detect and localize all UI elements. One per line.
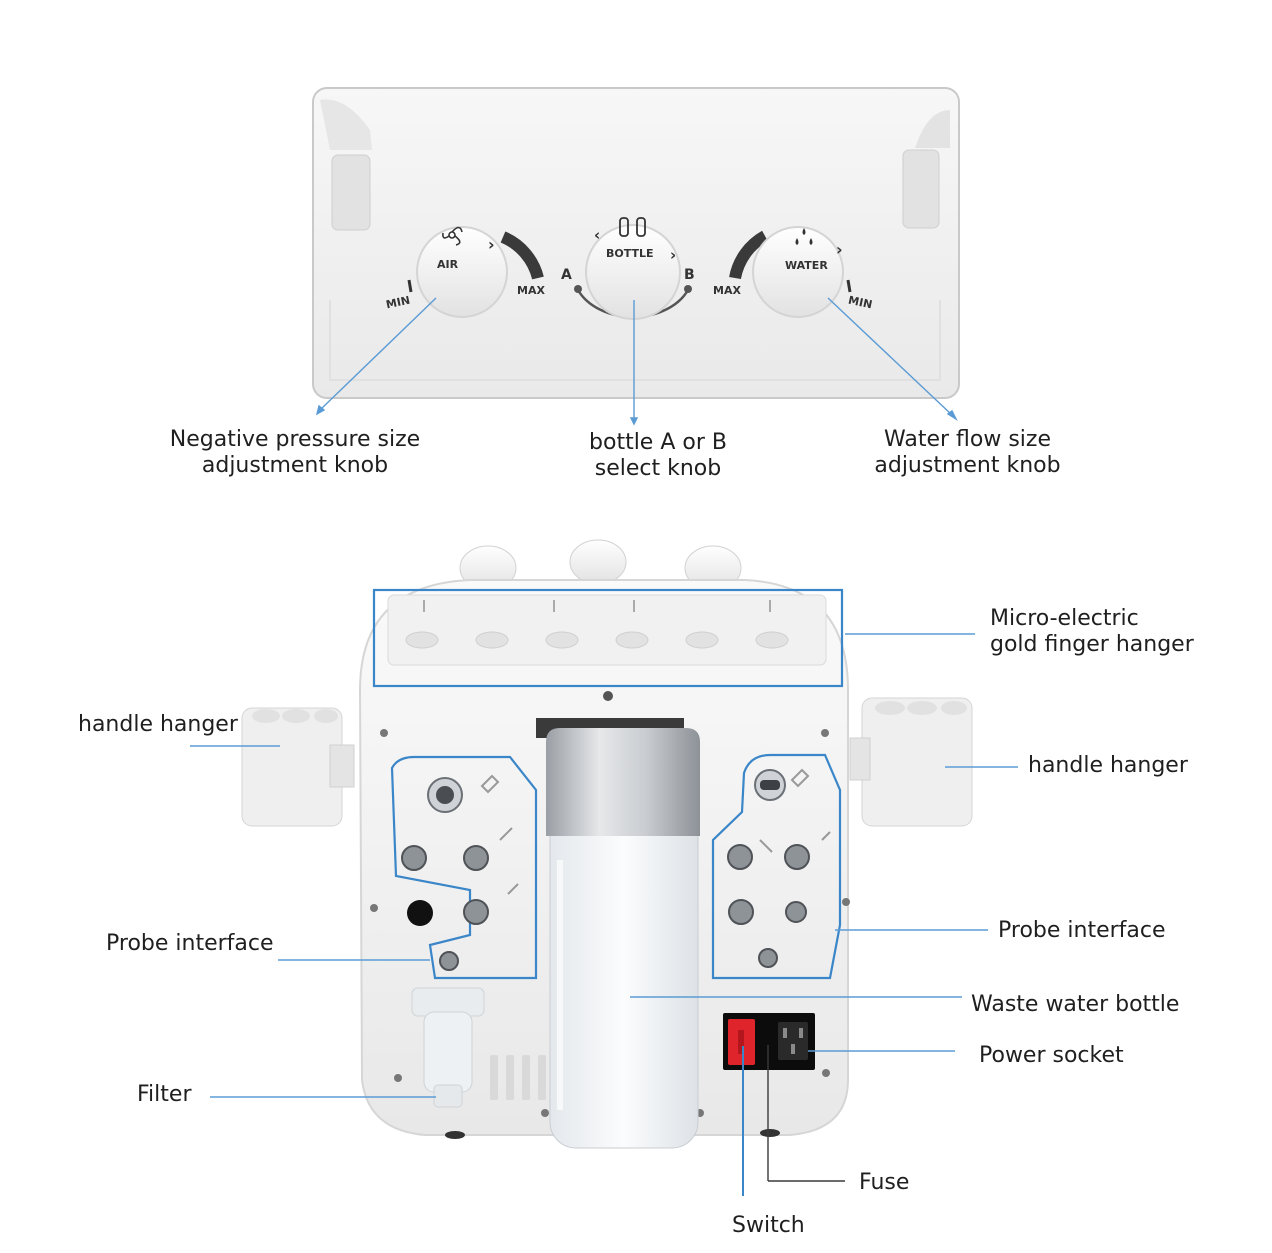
- water-flow-callout: Water flow size adjustment knob: [860, 427, 1075, 479]
- water-flow-line1: Water flow size: [884, 427, 1051, 452]
- bottle-knob-a-label: A: [561, 267, 572, 283]
- bottle-knob: ‹ ›: [574, 217, 692, 320]
- power-socket-callout: Power socket: [979, 1043, 1124, 1068]
- handle-hanger-right-callout: handle hanger: [1028, 753, 1188, 778]
- bottle-select-line1: bottle A or B: [589, 430, 727, 455]
- right-probe-panel: [711, 753, 842, 980]
- water-knob-label: WATER: [785, 259, 828, 272]
- negative-pressure-line1: Negative pressure size: [169, 427, 421, 452]
- right-handle-hanger: [849, 697, 973, 827]
- fan-icon: [442, 226, 463, 246]
- gold-finger-callout: Micro-electric gold finger hanger: [990, 606, 1194, 658]
- power-section: [723, 1013, 815, 1070]
- air-knob: ›: [407, 226, 544, 318]
- negative-pressure-callout: Negative pressure size adjustment knob: [160, 427, 430, 479]
- left-probe-panel: [390, 755, 538, 980]
- bottle-knob-b-label: B: [684, 267, 695, 283]
- bottle-select-callout: bottle A or B select knob: [563, 430, 753, 482]
- machine-rear-view: [241, 539, 973, 1149]
- bottle-select-line2: select knob: [594, 456, 722, 481]
- gold-finger-line2: gold finger hanger: [990, 632, 1194, 657]
- bottom-leader-lines: [190, 633, 1018, 1098]
- switch-callout: Switch: [732, 1213, 805, 1238]
- gold-finger-line1: Micro-electric: [990, 606, 1139, 631]
- water-drops-icon: [795, 228, 813, 245]
- bottle-pair-icon: [619, 217, 646, 237]
- left-handle-hanger: [241, 707, 355, 827]
- waste-water-bottle-callout: Waste water bottle: [971, 992, 1180, 1017]
- gold-finger-hanger-highlight: [372, 588, 844, 688]
- probe-interface-left-callout: Probe interface: [106, 931, 274, 956]
- top-leader-lines: [315, 297, 958, 426]
- air-knob-min-label: MIN: [384, 293, 412, 312]
- filter-callout: Filter: [137, 1082, 192, 1107]
- air-knob-label: AIR: [437, 258, 459, 271]
- water-knob-max-label: MAX: [713, 284, 741, 297]
- probe-interface-right-callout: Probe interface: [998, 918, 1166, 943]
- switch-fuse-leader-lines: [767, 1045, 845, 1182]
- waste-water-bottle: [546, 728, 700, 1149]
- chevron-right-icon: ›: [488, 235, 495, 254]
- chevron-right-icon: ›: [670, 246, 676, 264]
- handle-hanger-left-callout: handle hanger: [78, 712, 238, 737]
- chevron-left-icon: ‹: [594, 226, 600, 244]
- air-knob-max-label: MAX: [517, 284, 545, 297]
- chevron-right-icon: ›: [836, 240, 843, 259]
- fuse-callout: Fuse: [859, 1170, 910, 1195]
- filter-unit: [411, 987, 485, 1108]
- negative-pressure-line2: adjustment knob: [201, 453, 389, 478]
- water-knob: ›: [729, 226, 852, 318]
- bottle-knob-label: BOTTLE: [606, 247, 654, 260]
- water-flow-line2: adjustment knob: [874, 453, 1061, 478]
